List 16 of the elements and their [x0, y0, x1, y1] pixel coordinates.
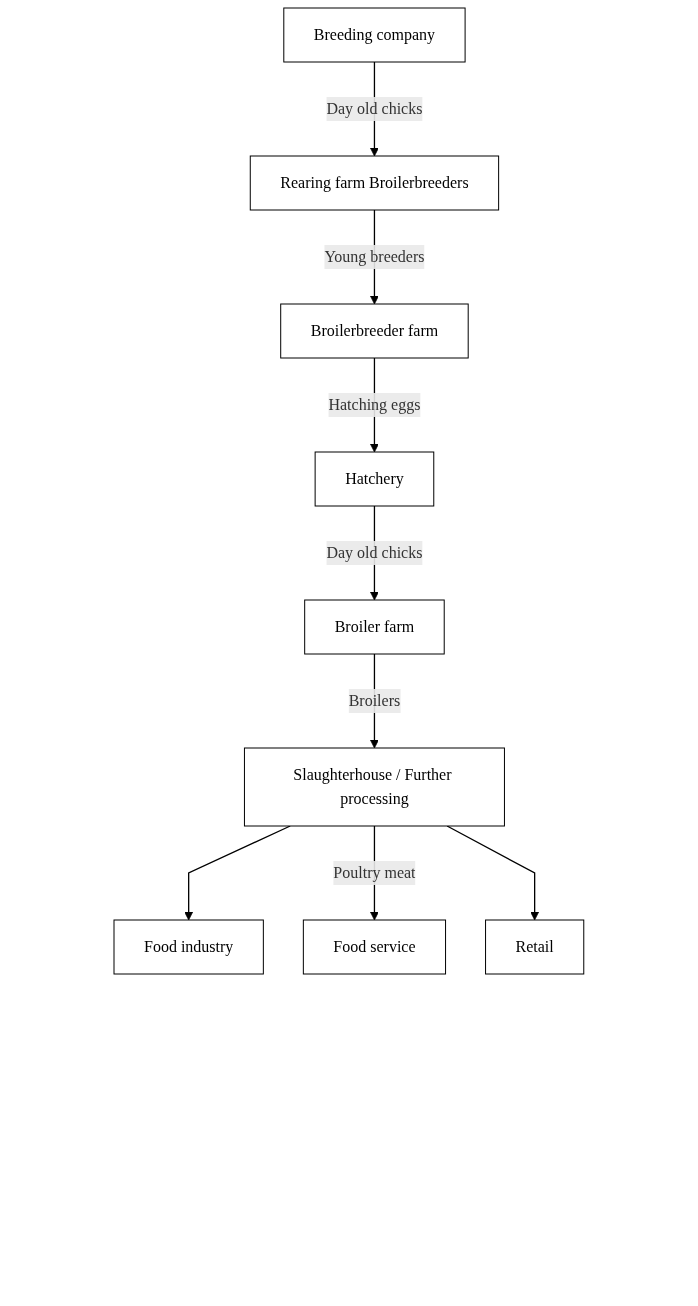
node-box: Retail — [485, 919, 585, 975]
node-box: Broiler farm — [304, 599, 445, 655]
node-box: Food service — [302, 919, 447, 975]
edge-label: Broilers — [348, 692, 401, 709]
arrow — [446, 825, 540, 921]
node-box: Broilerbreeder farm — [280, 303, 469, 359]
node-box: Breeding company — [283, 7, 466, 63]
edge-label: Young breeders — [324, 248, 425, 265]
edge-label: Day old chicks — [326, 544, 423, 561]
node-box: Hatchery — [314, 451, 435, 507]
node-box: Slaughterhouse / Further processing — [244, 747, 506, 827]
edge-label: Hatching eggs — [328, 396, 421, 413]
node-box: Rearing farm Broilerbreeders — [249, 155, 500, 211]
edge-label: Day old chicks — [326, 100, 423, 117]
edge-label: Poultry meat — [333, 864, 416, 881]
node-box: Food industry — [113, 919, 264, 975]
